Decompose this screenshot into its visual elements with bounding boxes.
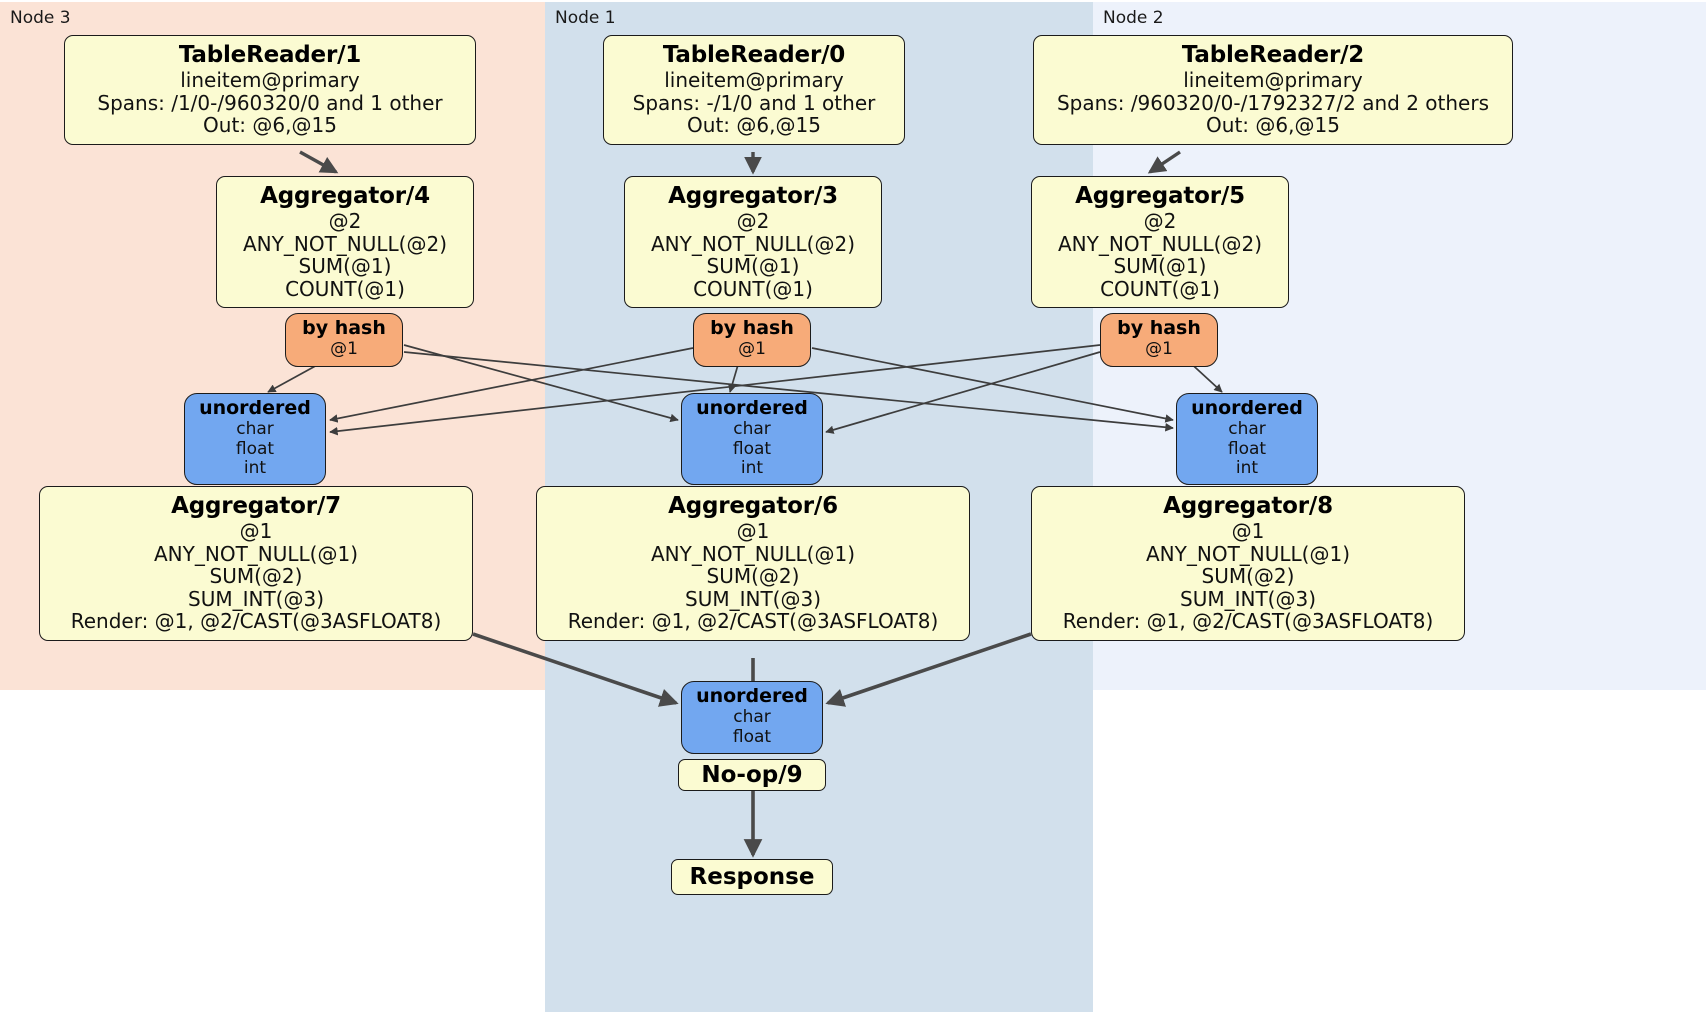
processor-detail-line: @1: [239, 518, 273, 543]
router-detail-line: float: [1227, 438, 1267, 459]
router-unordered-right[interactable]: unordered char float int: [1176, 393, 1318, 486]
processor-title: Aggregator/8: [1163, 493, 1333, 519]
processor-render-line: Render: @1, @2/CAST(@3ASFLOAT8): [1062, 609, 1434, 634]
router-detail-line: @1: [1145, 339, 1173, 360]
processor-aggregator-4[interactable]: Aggregator/4 @2 ANY_NOT_NULL(@2) SUM(@1)…: [216, 176, 474, 309]
processor-detail-line: COUNT(@1): [285, 276, 405, 301]
processor-detail-line: Out: @6,@15: [687, 113, 821, 138]
processor-detail-line: ANY_NOT_NULL(@2): [651, 231, 855, 256]
processor-detail-line: @2: [328, 208, 362, 233]
node-panel-label-node1: Node 1: [555, 8, 616, 28]
processor-title: Aggregator/3: [668, 183, 838, 209]
processor-title: Aggregator/6: [668, 493, 838, 519]
processor-aggregator-6[interactable]: Aggregator/6 @1 ANY_NOT_NULL(@1) SUM(@2)…: [536, 486, 970, 641]
processor-detail-line: SUM_INT(@3): [685, 586, 821, 611]
processor-title: Aggregator/5: [1075, 183, 1245, 209]
processor-aggregator-5[interactable]: Aggregator/5 @2 ANY_NOT_NULL(@2) SUM(@1)…: [1031, 176, 1289, 309]
processor-detail-line: Out: @6,@15: [1206, 113, 1340, 138]
processor-detail-line: lineitem@primary: [180, 67, 360, 92]
router-unordered-center[interactable]: unordered char float int: [681, 393, 823, 486]
processor-detail-line: SUM(@2): [1201, 564, 1295, 589]
processor-title: TableReader/0: [662, 42, 846, 68]
router-detail-line: int: [243, 457, 267, 478]
router-title: by hash: [1117, 317, 1201, 339]
processor-detail-line: ANY_NOT_NULL(@1): [154, 541, 358, 566]
processor-detail-line: SUM(@1): [706, 254, 800, 279]
router-title: unordered: [199, 397, 311, 419]
processor-response[interactable]: Response: [671, 859, 833, 895]
node-panel-label-node2: Node 2: [1103, 8, 1164, 28]
router-detail-line: int: [740, 457, 764, 478]
processor-aggregator-7[interactable]: Aggregator/7 @1 ANY_NOT_NULL(@1) SUM(@2)…: [39, 486, 473, 641]
router-detail-line: @1: [738, 339, 766, 360]
router-detail-line: float: [732, 726, 772, 747]
processor-detail-line: SUM(@2): [706, 564, 800, 589]
processor-detail-line: SUM_INT(@3): [188, 586, 324, 611]
router-detail-line: int: [1235, 457, 1259, 478]
processor-detail-line: Spans: -/1/0 and 1 other: [632, 90, 876, 115]
processor-detail-line: lineitem@primary: [1183, 67, 1363, 92]
processor-detail-line: Out: @6,@15: [203, 113, 337, 138]
router-title: unordered: [1191, 397, 1303, 419]
router-by-hash-center[interactable]: by hash @1: [693, 313, 811, 367]
processor-detail-line: SUM(@1): [298, 254, 392, 279]
router-detail-line: char: [733, 419, 771, 440]
processor-render-line: Render: @1, @2/CAST(@3ASFLOAT8): [567, 609, 939, 634]
processor-detail-line: ANY_NOT_NULL(@1): [651, 541, 855, 566]
router-title: unordered: [696, 685, 808, 707]
router-title: unordered: [696, 397, 808, 419]
router-unordered-final[interactable]: unordered char float: [681, 681, 823, 754]
router-detail-line: float: [235, 438, 275, 459]
router-detail-line: char: [1228, 419, 1266, 440]
router-by-hash-left[interactable]: by hash @1: [285, 313, 403, 367]
processor-detail-line: Spans: /1/0-/960320/0 and 1 other: [97, 90, 443, 115]
processor-detail-line: COUNT(@1): [1100, 276, 1220, 301]
processor-aggregator-3[interactable]: Aggregator/3 @2 ANY_NOT_NULL(@2) SUM(@1)…: [624, 176, 882, 309]
processor-table-reader-0[interactable]: TableReader/0 lineitem@primary Spans: -/…: [603, 35, 905, 145]
processor-table-reader-1[interactable]: TableReader/1 lineitem@primary Spans: /1…: [64, 35, 476, 145]
processor-detail-line: Spans: /960320/0-/1792327/2 and 2 others: [1056, 90, 1489, 115]
router-title: by hash: [302, 317, 386, 339]
processor-detail-line: COUNT(@1): [693, 276, 813, 301]
processor-detail-line: @1: [1231, 518, 1265, 543]
processor-detail-line: SUM_INT(@3): [1180, 586, 1316, 611]
router-title: by hash: [710, 317, 794, 339]
processor-no-op-9[interactable]: No-op/9: [678, 759, 826, 791]
processor-detail-line: ANY_NOT_NULL(@2): [243, 231, 447, 256]
processor-title: Aggregator/7: [171, 493, 341, 519]
processor-title: TableReader/1: [178, 42, 362, 68]
node-panel-label-node3: Node 3: [10, 8, 71, 28]
processor-detail-line: SUM(@1): [1113, 254, 1207, 279]
processor-detail-line: SUM(@2): [209, 564, 303, 589]
router-detail-line: char: [733, 707, 771, 728]
router-unordered-left[interactable]: unordered char float int: [184, 393, 326, 486]
processor-detail-line: @1: [736, 518, 770, 543]
processor-aggregator-8[interactable]: Aggregator/8 @1 ANY_NOT_NULL(@1) SUM(@2)…: [1031, 486, 1465, 641]
processor-detail-line: @2: [736, 208, 770, 233]
processor-title: Aggregator/4: [260, 183, 430, 209]
processor-detail-line: ANY_NOT_NULL(@2): [1058, 231, 1262, 256]
processor-title: TableReader/2: [1181, 42, 1365, 68]
processor-detail-line: @2: [1143, 208, 1177, 233]
processor-detail-line: lineitem@primary: [664, 67, 844, 92]
processor-table-reader-2[interactable]: TableReader/2 lineitem@primary Spans: /9…: [1033, 35, 1513, 145]
processor-render-line: Render: @1, @2/CAST(@3ASFLOAT8): [70, 609, 442, 634]
processor-detail-line: ANY_NOT_NULL(@1): [1146, 541, 1350, 566]
router-by-hash-right[interactable]: by hash @1: [1100, 313, 1218, 367]
router-detail-line: @1: [330, 339, 358, 360]
router-detail-line: float: [732, 438, 772, 459]
router-detail-line: char: [236, 419, 274, 440]
